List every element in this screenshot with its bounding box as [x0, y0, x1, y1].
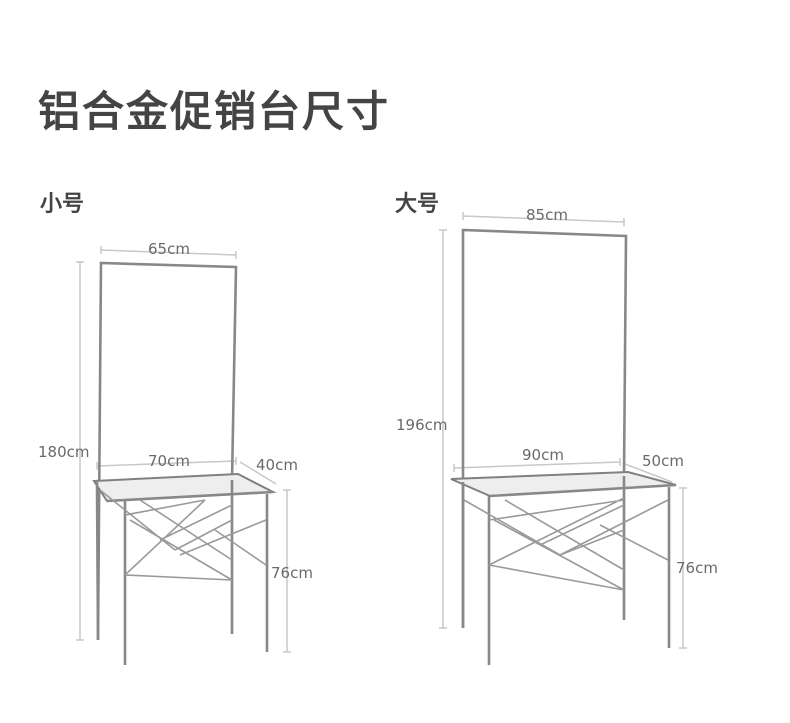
large-frame-width-text: 85cm — [526, 206, 568, 224]
large-table-height-text: 76cm — [676, 559, 718, 577]
large-table-width-text: 90cm — [522, 446, 564, 464]
small-table-height-line — [283, 489, 291, 653]
large-frame-height-line — [439, 229, 447, 629]
page-title: 铝合金促销台尺寸 — [38, 87, 391, 136]
large-size-label: 大号 — [395, 192, 440, 217]
small-frame-width-line — [100, 246, 237, 259]
small-table-height-text: 76cm — [271, 564, 313, 582]
small-size-label: 小号 — [40, 192, 85, 217]
large-table-depth-line — [624, 463, 673, 483]
small-table-width-line — [96, 457, 237, 470]
large-frame-height-text: 196cm — [396, 416, 448, 434]
small-display-frame — [96, 261, 238, 641]
large-table-width-line — [453, 458, 621, 472]
large-display-frame — [461, 228, 628, 628]
small-cross-bracing — [99, 489, 267, 581]
large-table-height-line — [679, 487, 687, 649]
large-stand: 85cm 196cm 90cm 50cm 76cm — [396, 206, 718, 665]
large-tabletop-edge — [489, 483, 677, 498]
large-frame-width-line — [462, 212, 625, 226]
large-legs — [461, 476, 671, 665]
small-legs — [95, 480, 269, 665]
small-table-width-text: 70cm — [148, 452, 190, 470]
small-table-depth-line — [239, 461, 277, 485]
small-frame-height-text: 180cm — [38, 443, 90, 461]
large-table-depth-text: 50cm — [642, 452, 684, 470]
small-frame-height-line — [76, 261, 84, 641]
small-table-depth-text: 40cm — [256, 456, 298, 474]
small-stand: 65cm 180cm 70cm 40cm 76cm — [38, 240, 313, 665]
small-frame-width-text: 65cm — [148, 240, 190, 258]
small-tabletop-edge — [106, 490, 274, 503]
large-cross-bracing — [463, 497, 669, 591]
